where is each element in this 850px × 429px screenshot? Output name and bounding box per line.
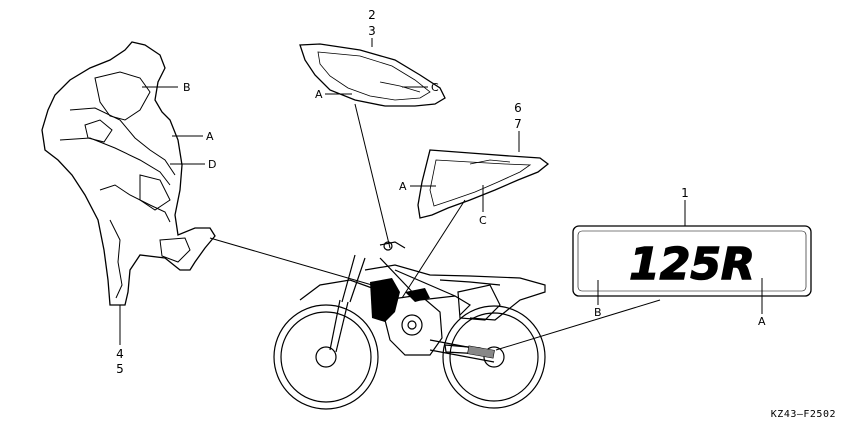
side-cover-decal bbox=[299, 43, 446, 107]
bike-swingarm-decal bbox=[467, 345, 495, 359]
callout-tank-c: C bbox=[479, 214, 487, 227]
part-number-3: 3 bbox=[368, 24, 376, 38]
callout-letters: B A D A C A C B A bbox=[183, 81, 766, 328]
callout-shroud-a: A bbox=[206, 130, 214, 143]
figure-code: KZ43—F2502 bbox=[771, 409, 836, 420]
callout-swingarm-b: B bbox=[594, 306, 602, 319]
callout-side-cover-c: C bbox=[431, 81, 439, 94]
swingarm-decal: 125R bbox=[572, 225, 812, 297]
part-number-5: 5 bbox=[116, 362, 124, 376]
swingarm-logo-text: 125R bbox=[629, 239, 755, 290]
part-number-6: 6 bbox=[514, 101, 522, 115]
tank-decal bbox=[417, 149, 550, 219]
motorcycle-drawing bbox=[273, 241, 546, 410]
callout-shroud-b: B bbox=[183, 81, 191, 94]
callout-shroud-d: D bbox=[208, 158, 216, 171]
part-number-7: 7 bbox=[514, 117, 522, 131]
part-number-1: 1 bbox=[681, 186, 689, 200]
part-numbers: 2 3 6 7 1 4 5 bbox=[116, 8, 689, 376]
leader-lines bbox=[119, 38, 763, 351]
part-number-2: 2 bbox=[368, 8, 376, 22]
bike-tank-shading bbox=[405, 288, 430, 302]
callout-swingarm-a: A bbox=[758, 315, 766, 328]
callout-side-cover-a: A bbox=[315, 88, 323, 101]
bike-shroud-shading bbox=[370, 278, 400, 322]
shroud-decal bbox=[41, 41, 216, 306]
callout-tank-a: A bbox=[399, 180, 407, 193]
part-number-4: 4 bbox=[116, 347, 124, 361]
